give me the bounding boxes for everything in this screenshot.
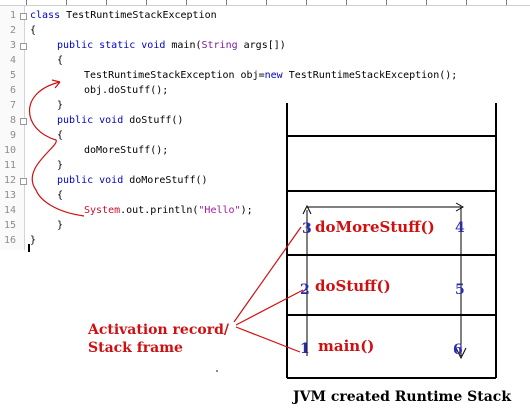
line-number: 9: [9, 130, 16, 141]
line-number: 7: [9, 100, 16, 111]
stack-frame-labels: 3 doMoreStuff() 4 2 doStuff() 5 1 main()…: [300, 218, 465, 358]
type-name: String: [201, 40, 238, 51]
line-number: 14: [3, 205, 16, 216]
line-number-gutter: 1 2 3 4 5 6 7 8 9 10 11 12 13 14 15 16: [0, 6, 25, 250]
annotation-pointers: [233, 226, 304, 353]
method-name: doMoreStuff(): [129, 175, 208, 186]
frame-number-left: 3: [302, 221, 312, 237]
annotation-label: Stack frame: [88, 340, 183, 356]
line-number: 15: [3, 220, 16, 231]
code-line-11: }: [57, 160, 64, 171]
editor-ruler: [0, 0, 530, 6]
code-line-13: {: [57, 190, 64, 201]
code-line-16: }: [30, 235, 37, 246]
code-line-8: public void doStuff(): [57, 113, 183, 128]
frame-method-label: main(): [318, 337, 374, 355]
frame-number-right: 5: [455, 282, 465, 298]
text-cursor: [28, 244, 30, 252]
line-number: 10: [3, 145, 16, 156]
code-line-3: public static void main(String args[]): [57, 38, 286, 53]
code-line-2: {: [30, 25, 37, 36]
annotation-pointer: [235, 289, 304, 326]
diagram-caption: JVM created Runtime Stack: [291, 389, 511, 405]
declaration: TestRuntimeStackException obj=: [84, 70, 265, 81]
code-line-4: {: [57, 55, 64, 66]
fold-marker-icon[interactable]: [20, 178, 27, 185]
fold-marker-icon[interactable]: [20, 118, 27, 125]
call-flow-curve: [29, 81, 85, 217]
call-end: );: [240, 205, 253, 216]
keyword: public void: [57, 175, 130, 186]
code-editor: 1 2 3 4 5 6 7 8 9 10 11 12 13 14 15 16 c…: [0, 0, 530, 252]
frame-method-label: doStuff(): [315, 277, 391, 295]
annotation-label: Activation record/: [87, 322, 230, 338]
line-number: 5: [9, 70, 16, 81]
frame-number-left: 1: [300, 341, 310, 357]
line-number: 1: [9, 10, 16, 21]
code-line-12: public void doMoreStuff(): [57, 173, 208, 188]
code-line-1: class TestRuntimeStackException: [30, 8, 217, 23]
code-line-10: doMoreStuff();: [84, 145, 169, 156]
line-number: 6: [9, 85, 16, 96]
stray-dot: [216, 370, 218, 372]
flow-arrows: [302, 202, 467, 360]
keyword: public void: [57, 115, 130, 126]
fold-marker-icon[interactable]: [20, 43, 27, 50]
code-line-15: }: [57, 220, 64, 231]
code-line-7: }: [57, 100, 64, 111]
line-number: 13: [3, 190, 16, 201]
code-line-14: System.out.println("Hello");: [84, 203, 253, 218]
line-number: 2: [9, 25, 16, 36]
method-name: main(: [171, 40, 202, 51]
system-class: System: [84, 205, 121, 216]
line-number: 4: [9, 55, 16, 66]
push-arrow-head: [302, 204, 312, 215]
code-line-5: TestRuntimeStackException obj=new TestRu…: [84, 68, 457, 83]
keyword: new: [264, 70, 283, 81]
keyword: public static void: [57, 40, 172, 51]
params: args[]): [237, 40, 286, 51]
constructor-call: TestRuntimeStackException();: [282, 70, 458, 81]
annotation-pointer: [235, 326, 301, 353]
top-arrow-head: [455, 202, 465, 212]
line-number: 12: [3, 175, 16, 186]
code-line-9: {: [57, 130, 64, 141]
keyword: class: [30, 10, 67, 21]
class-name: TestRuntimeStackException: [66, 10, 217, 21]
frame-number-right: 6: [453, 342, 463, 358]
pop-arrow-head: [455, 347, 467, 360]
code-line-6: obj.doStuff();: [84, 85, 169, 96]
hand-drawn-call-arrows: [29, 79, 85, 217]
string-literal: "Hello": [198, 205, 241, 216]
line-number: 8: [9, 115, 16, 126]
method-name: doStuff(): [129, 115, 184, 126]
call-flow-hook: [51, 79, 61, 89]
frame-number-left: 2: [300, 282, 310, 298]
annotation-pointer: [233, 226, 302, 323]
fold-marker-icon[interactable]: [20, 13, 27, 20]
frame-number-right: 4: [455, 220, 465, 236]
call: .out.println(: [120, 205, 199, 216]
frame-method-label: doMoreStuff(): [315, 218, 435, 236]
line-number: 3: [9, 40, 16, 51]
line-number: 11: [3, 160, 16, 171]
line-number: 16: [3, 235, 16, 246]
